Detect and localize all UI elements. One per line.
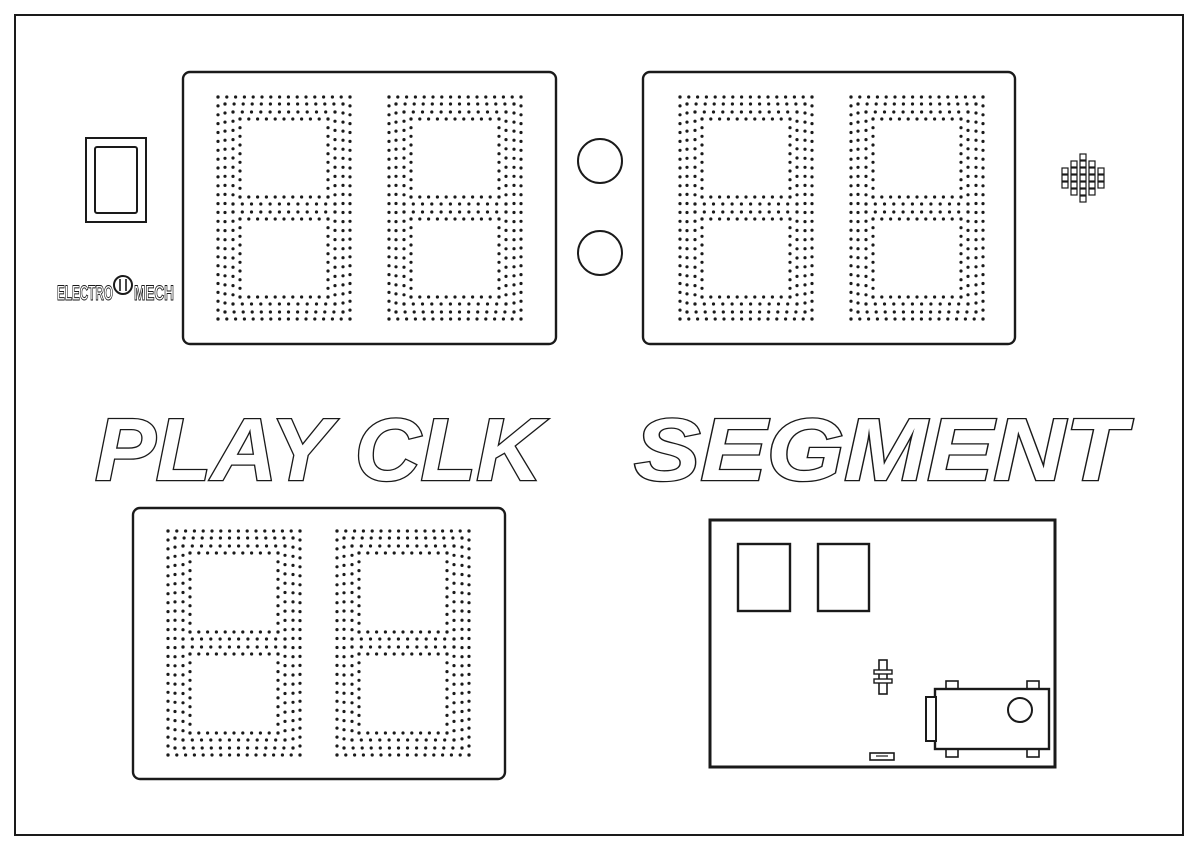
logo-text-left: ELECTRO [57,282,113,305]
segment-display-panel [708,518,1057,769]
digit-ones [335,529,471,757]
digit-tens [216,95,352,321]
electromech-logo: ELECTRO MECH [57,275,175,306]
digit-ones [849,95,985,321]
digit-tens [166,529,302,757]
speaker-grille-icon [1061,153,1105,203]
play-clock-label: PLAY CLK [95,400,548,499]
colon-indicator-icon [577,138,623,276]
digit-tens [678,95,814,321]
display-play-clock [131,506,507,781]
display-top-right [641,70,1017,346]
motor-module-icon [925,680,1051,758]
digit-ones [387,95,523,321]
connector-icon [869,752,895,761]
dip-switch-icon [873,659,893,695]
segment-label: SEGMENT [634,400,1133,499]
display-top-left [181,70,558,346]
segment-window-left [736,542,792,613]
rocker-switch-icon [85,137,147,223]
electromech-logo-icon [113,275,133,295]
logo-text-right: MECH [134,282,174,305]
segment-window-right [816,542,871,613]
